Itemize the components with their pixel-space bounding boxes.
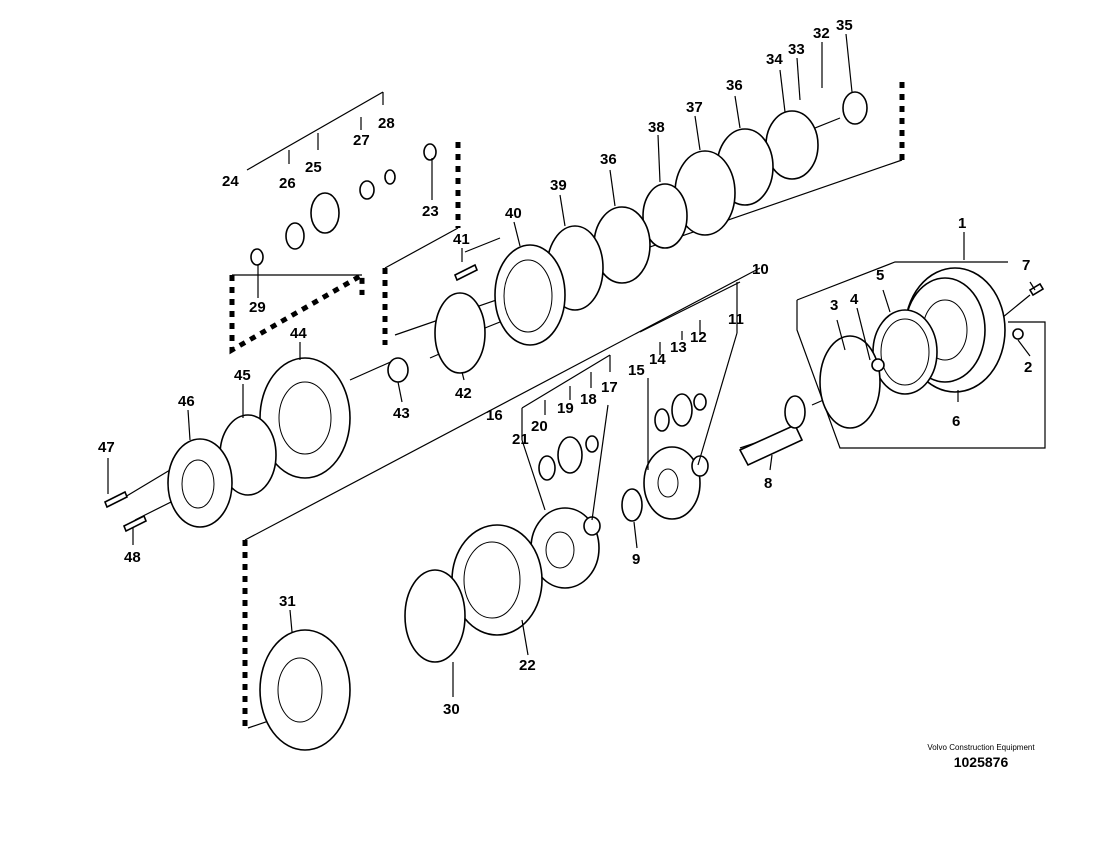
ring-gear-part-5: [872, 309, 938, 395]
hub-part-31: [259, 629, 351, 751]
callout-44: 44: [290, 325, 307, 342]
callout-11: 11: [728, 311, 744, 328]
planet-gear-part-13: [671, 393, 693, 427]
callout-18: 18: [580, 391, 597, 408]
callout-13: 13: [670, 339, 687, 356]
callout-15: 15: [628, 362, 645, 379]
callout-45: 45: [234, 367, 251, 384]
callout-labels: 1 2 3 4 5 6 7 8 9 10 11 12 13 14 15 16 1…: [98, 17, 1032, 718]
sun-gear-part-9: [621, 488, 643, 522]
planet-carrier-part-15: [643, 446, 701, 520]
callout-31: 31: [279, 593, 296, 610]
callout-40: 40: [505, 205, 522, 222]
bearing-part-43: [387, 357, 409, 383]
callout-48: 48: [124, 549, 141, 566]
shaft-part-8: [738, 423, 804, 467]
bearing-part-34: [765, 110, 819, 180]
callout-47: 47: [98, 439, 115, 456]
callout-20: 20: [531, 418, 548, 435]
callout-19: 19: [557, 400, 574, 417]
callout-42: 42: [455, 385, 472, 402]
callout-12: 12: [690, 329, 707, 346]
callout-3: 3: [830, 297, 838, 314]
callout-33: 33: [788, 41, 805, 58]
callout-10: 10: [752, 261, 769, 278]
callout-26: 26: [279, 175, 296, 192]
callout-46: 46: [178, 393, 195, 410]
callout-8: 8: [764, 475, 772, 492]
callout-7: 7: [1022, 257, 1030, 274]
callout-41: 41: [453, 231, 470, 248]
callout-4: 4: [850, 291, 859, 308]
callout-2: 2: [1024, 359, 1032, 376]
callout-leaders: [107, 33, 1036, 697]
callout-22: 22: [519, 657, 536, 674]
dashed-boundaries: [229, 82, 905, 728]
callout-37: 37: [686, 99, 703, 116]
callout-43: 43: [393, 405, 410, 422]
callout-23: 23: [422, 203, 439, 220]
drawing-number: 1025876: [953, 754, 1009, 770]
callout-34: 34: [766, 51, 783, 68]
gear-part-26: [285, 222, 305, 250]
plug-part-4: [871, 358, 885, 372]
callout-24: 24: [222, 173, 239, 190]
o-ring-part-30: [404, 569, 466, 663]
callout-29: 29: [249, 299, 266, 316]
callout-17: 17: [601, 379, 618, 396]
callout-16: 16: [486, 407, 503, 424]
callout-38: 38: [648, 119, 665, 136]
callout-25: 25: [305, 159, 322, 176]
callout-9: 9: [632, 551, 640, 568]
callout-36b: 36: [600, 151, 617, 168]
ring-part-38: [642, 183, 688, 249]
pinion-part-35: [842, 91, 868, 125]
ring-part-40: [494, 244, 566, 346]
o-ring-part-3: [819, 335, 881, 429]
publisher-name: Volvo Construction Equipment: [927, 743, 1035, 752]
publisher-block: Volvo Construction Equipment 1025876: [925, 743, 1037, 770]
callout-35: 35: [836, 17, 853, 34]
callout-30: 30: [443, 701, 460, 718]
gear-part-25: [310, 192, 340, 234]
callout-36a: 36: [726, 77, 743, 94]
callout-32: 32: [813, 25, 830, 42]
callout-21: 21: [512, 431, 529, 448]
callout-14: 14: [649, 351, 666, 368]
callout-28: 28: [378, 115, 395, 132]
cover-part-46: [167, 438, 233, 528]
callout-1: 1: [958, 215, 966, 232]
assembly-lines: [119, 91, 1046, 729]
parts: [103, 91, 1045, 751]
callout-5: 5: [876, 267, 884, 284]
ring-part-42: [434, 292, 486, 374]
callout-27: 27: [353, 132, 370, 149]
callout-39: 39: [550, 177, 567, 194]
planet-gear-part-19: [557, 436, 583, 474]
callout-6: 6: [952, 413, 960, 430]
